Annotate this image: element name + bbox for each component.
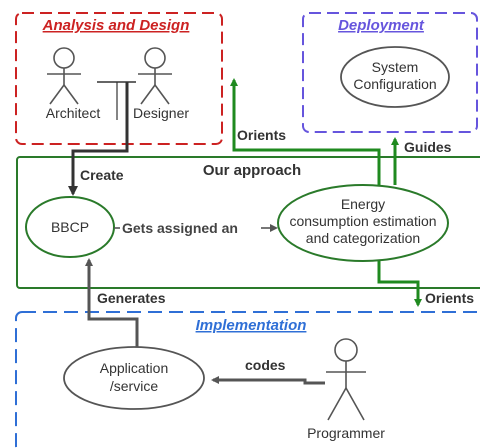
codes-label: codes [245, 357, 286, 373]
programmer-actor [326, 338, 366, 421]
bbcp-node [25, 196, 115, 258]
generates-label: Generates [97, 290, 166, 306]
gets-assigned-label: Gets assigned an [122, 220, 238, 236]
orients-top-label: Orients [237, 127, 286, 143]
energy-line3: and categorization [306, 230, 420, 246]
generates-arrow [85, 258, 139, 347]
orients-top-arrow [230, 78, 381, 185]
codes-arrow [211, 376, 325, 385]
application-service-node [63, 346, 205, 410]
designer-actor [138, 47, 172, 105]
guides-label: Guides [404, 139, 452, 155]
application-line1: Application [100, 360, 169, 376]
our-approach-group [16, 156, 480, 289]
system-configuration-line1: System [372, 59, 419, 75]
analysis-design-group [15, 12, 223, 145]
architect-actor [47, 47, 81, 105]
energy-line2: consumption estimation [289, 213, 436, 229]
deployment-group [302, 12, 478, 133]
application-line2: /service [110, 378, 158, 394]
architect-label: Architect [46, 105, 101, 121]
create-arrow [68, 82, 129, 196]
energy-line1: Energy [341, 196, 385, 212]
energy-estimation-node [277, 184, 449, 262]
bbcp-label: BBCP [51, 219, 89, 235]
our-approach-title: Our approach [203, 162, 301, 179]
implementation-group [15, 311, 480, 448]
create-label: Create [80, 167, 124, 183]
orients-bottom-label: Orients [425, 290, 474, 306]
deployment-title: Deployment [338, 17, 425, 34]
system-configuration-line2: Configuration [353, 76, 436, 92]
designer-label: Designer [133, 105, 189, 121]
orients-bottom-arrow [377, 261, 422, 307]
system-configuration-node [340, 46, 450, 108]
analysis-design-title: Analysis and Design [42, 17, 190, 34]
programmer-label: Programmer [307, 425, 385, 441]
implementation-title: Implementation [196, 317, 307, 334]
